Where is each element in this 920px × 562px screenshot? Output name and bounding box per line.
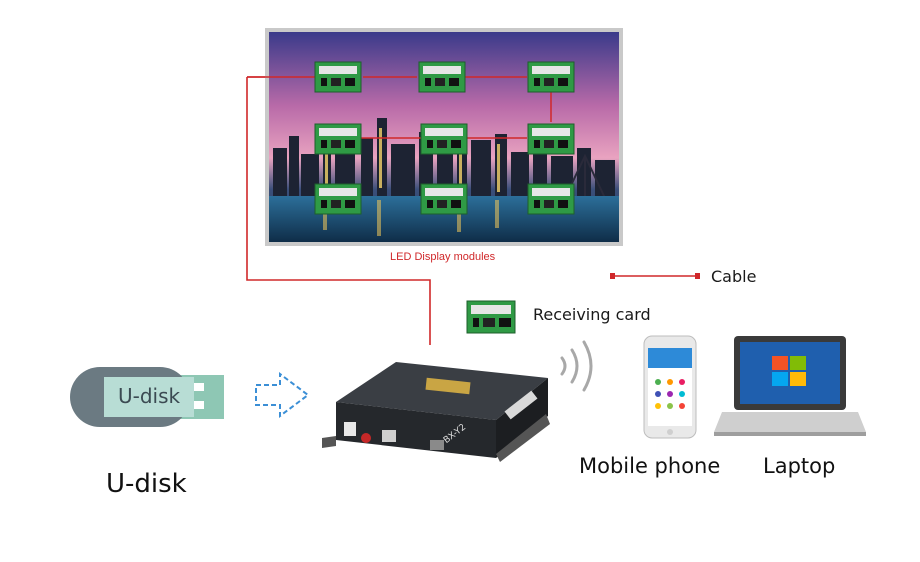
laptop-icon [714, 336, 866, 436]
receiving-card-module [314, 123, 362, 155]
receiving-card-module [420, 183, 468, 215]
led-display-panel [247, 28, 623, 246]
cable-legend-line [610, 273, 700, 279]
controller-box [322, 362, 550, 462]
receiving-card-module [527, 183, 575, 215]
led-modules-label: LED Display modules [390, 251, 496, 263]
receiving-card-module [314, 183, 362, 215]
receiving-card-module [527, 123, 575, 155]
udisk-caption: U-disk [106, 469, 187, 499]
mobile-phone-label: Mobile phone [579, 454, 721, 478]
transfer-arrow-icon [255, 372, 310, 418]
receiving-card-module [527, 61, 575, 93]
wifi-signal-icon [560, 340, 593, 392]
receiving-card-module [418, 61, 466, 93]
mobile-phone-icon [643, 335, 697, 439]
cable-legend-label: Cable [711, 267, 757, 286]
receiving-card-module [420, 123, 468, 155]
usb-drive-stick-text: U-disk [118, 384, 181, 408]
receiving-card-module [314, 61, 362, 93]
usb-drive-icon [70, 367, 224, 427]
receiving-card-icon [466, 300, 516, 334]
laptop-label: Laptop [763, 454, 836, 478]
receiving-card-label: Receiving card [533, 305, 651, 324]
